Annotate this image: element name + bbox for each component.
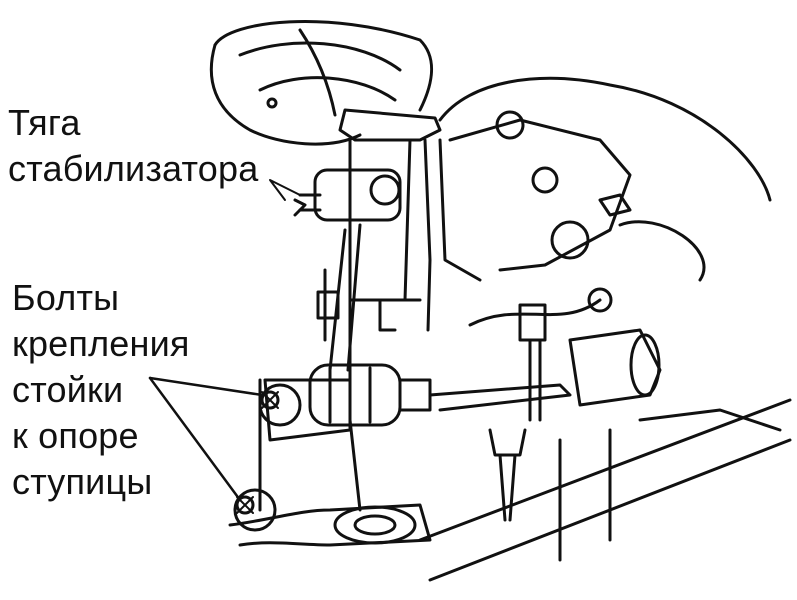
strut-bolts-label: Болты крепления стойки к опоре ступицы: [12, 275, 190, 505]
right-bushing: [518, 303, 662, 422]
label-line: стабилизатора: [8, 148, 259, 189]
upper-control-arm: [438, 76, 772, 313]
strut-bolt-lower: [233, 488, 277, 532]
label-line: ступицы: [12, 461, 153, 502]
lower-arm: [418, 398, 792, 582]
stabilizer-link: [269, 168, 402, 372]
brake-line: [468, 298, 602, 522]
label-line: стойки: [12, 369, 124, 410]
label-line: Болты: [12, 277, 120, 318]
bolt-leader-lines: [148, 376, 264, 502]
strut-body: [316, 108, 442, 382]
stabilizer-link-label: Тяга стабилизатора: [8, 100, 258, 192]
label-line: к опоре: [12, 415, 139, 456]
label-line: крепления: [12, 323, 190, 364]
strut-bolt-upper: [258, 383, 302, 427]
strut-top-mount: [209, 20, 434, 146]
label-line: Тяга: [8, 102, 81, 143]
